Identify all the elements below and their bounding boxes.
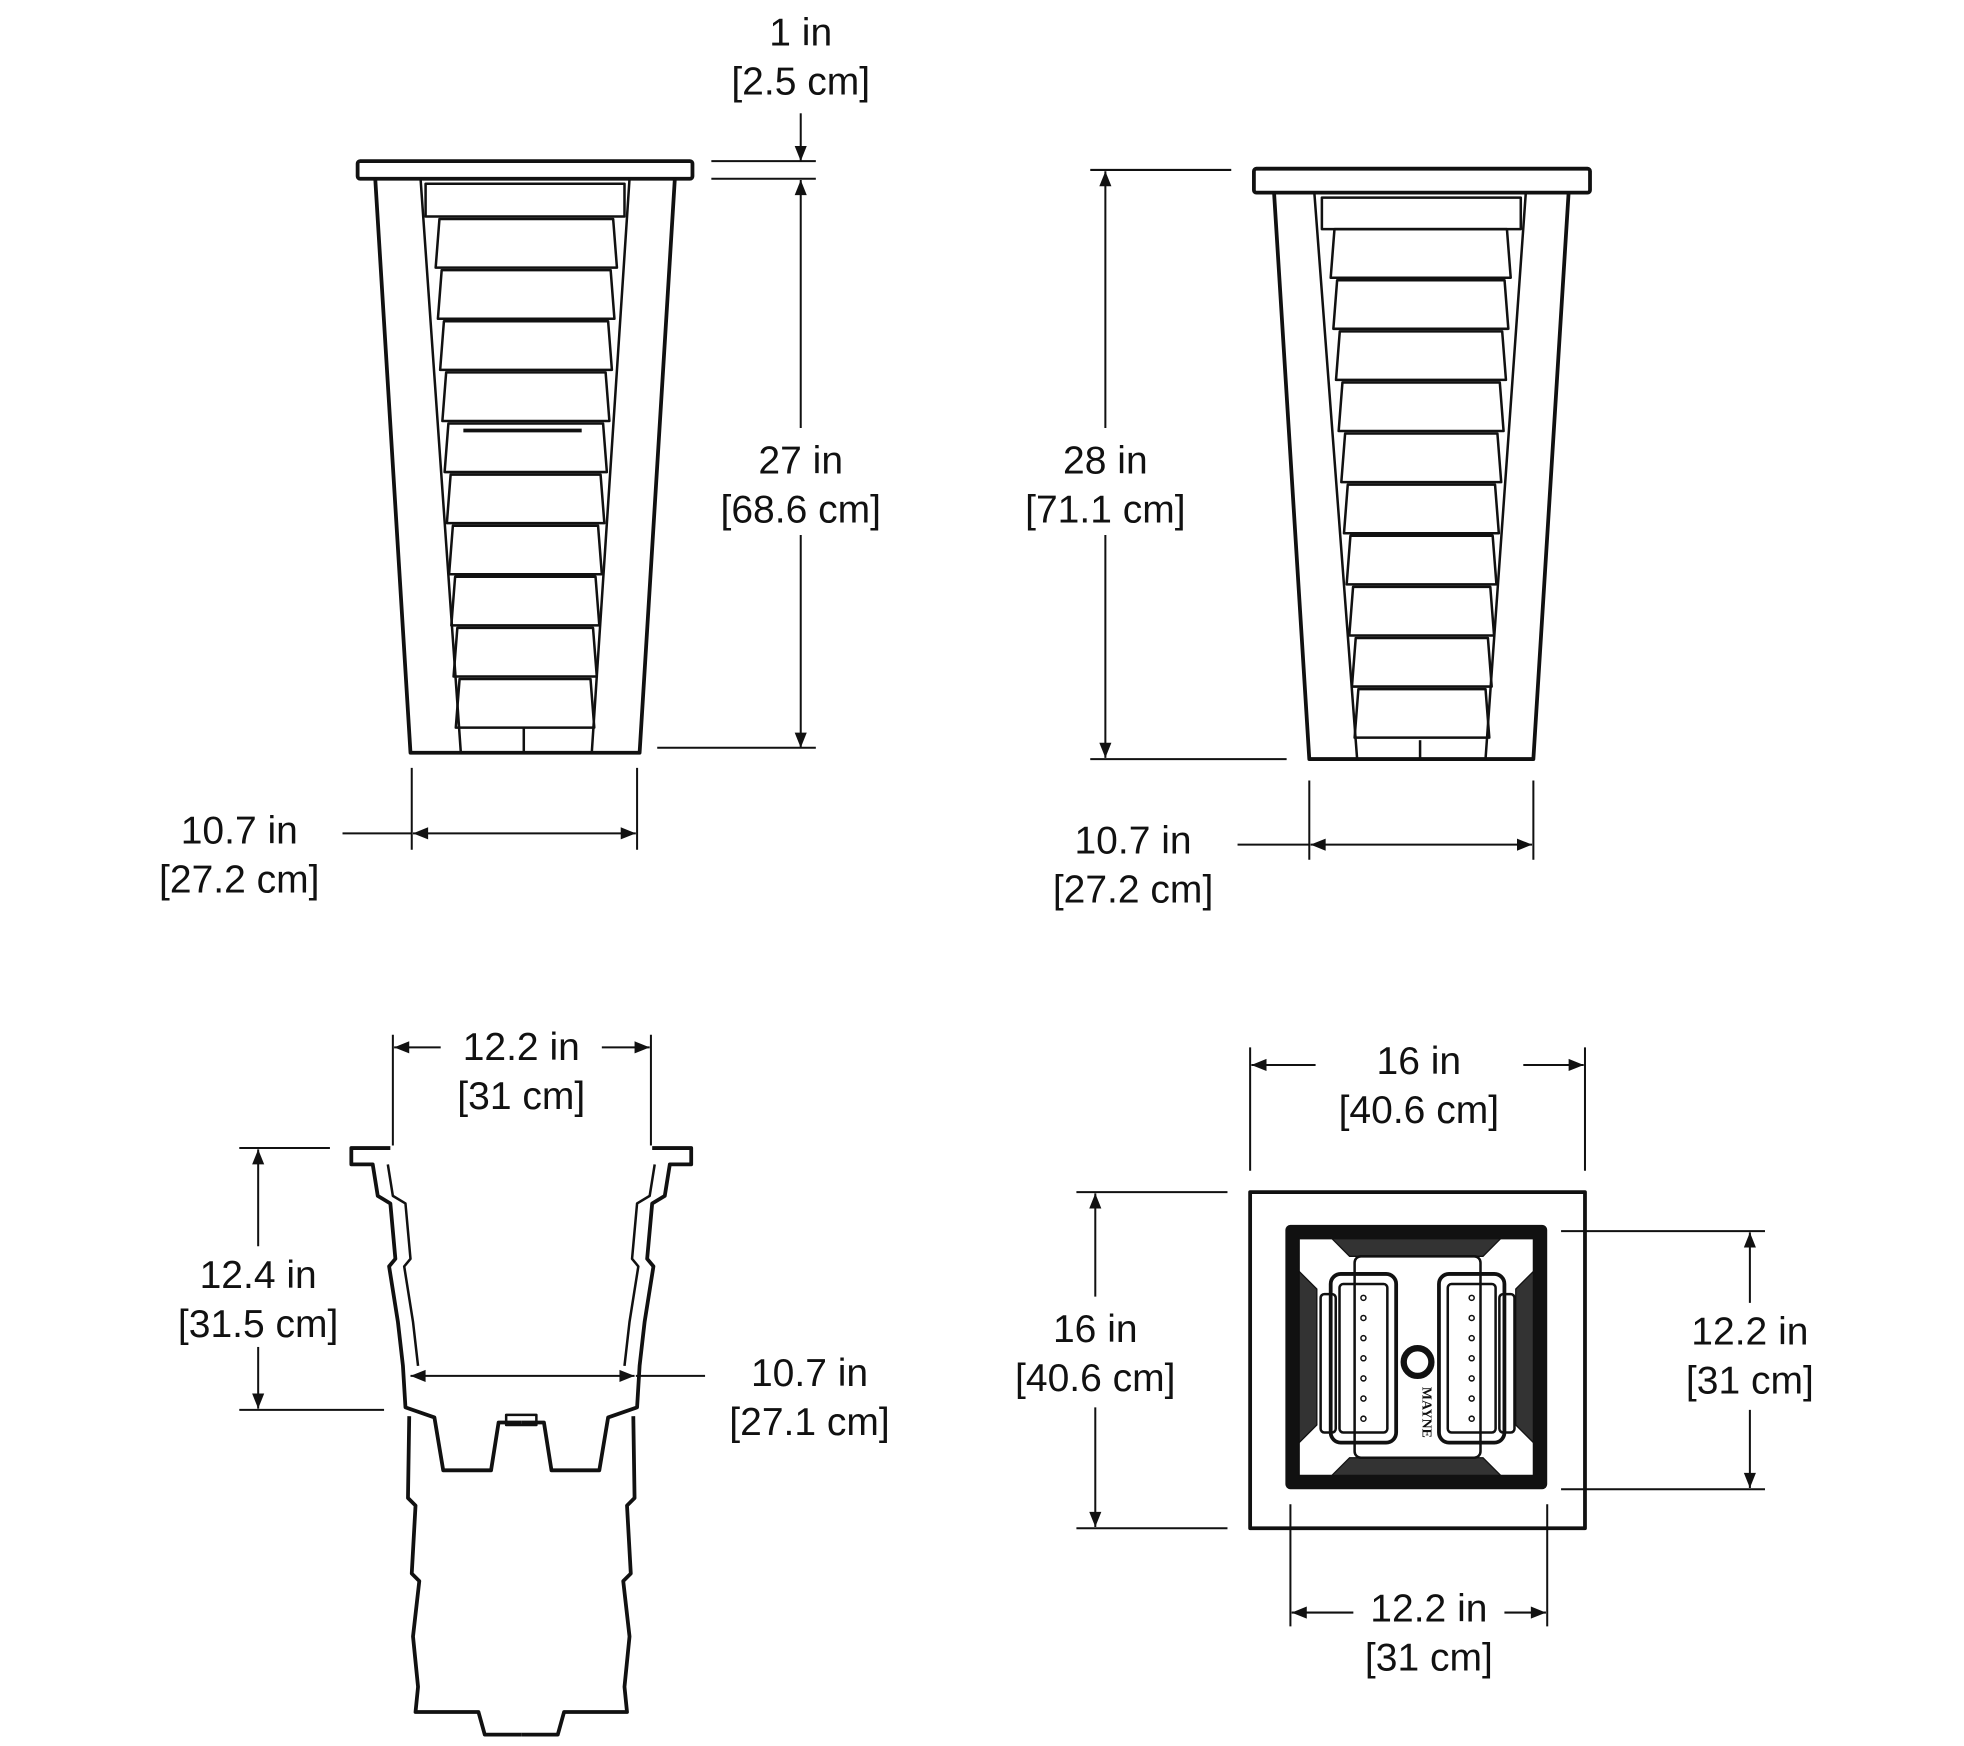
drain-hole [1468, 1334, 1475, 1342]
drain-hole [1468, 1314, 1475, 1322]
top-outer-depth-in: 16 in [1053, 1308, 1138, 1351]
drain-hole [1468, 1415, 1475, 1422]
planter-slat [450, 575, 601, 627]
top-drain-holes [1360, 1294, 1475, 1422]
drain-hole [1360, 1375, 1367, 1382]
planter-slat [447, 524, 604, 576]
total-height-cm: [71.1 cm] [1025, 488, 1185, 531]
top-water-well-left-inner [1338, 1282, 1389, 1434]
top-fill-port [1400, 1345, 1435, 1380]
drain-hole [1360, 1415, 1367, 1422]
insert-outline-left [349, 1146, 522, 1737]
top-outer-width-cm: [40.6 cm] [1339, 1089, 1499, 1132]
insert-top-width-cm: [31 cm] [457, 1075, 585, 1118]
front-slats [434, 217, 619, 729]
top-outer-depth-cm: [40.6 cm] [1015, 1357, 1175, 1400]
drain-hole [1468, 1395, 1475, 1402]
insert-bottom-width-cm: [27.1 cm] [729, 1401, 889, 1444]
top-ribs [1298, 1238, 1534, 1476]
planter-slat [1345, 534, 1498, 586]
planter-slat [1337, 381, 1505, 433]
planter-slat [1342, 483, 1501, 535]
top-logo: MAYNE [1420, 1387, 1435, 1438]
drain-hole [1468, 1375, 1475, 1382]
planter-slat [445, 473, 606, 525]
planter-slat [434, 217, 619, 269]
side-slats [1329, 227, 1512, 739]
top-view: MAYNE 16 in [40.6 cm] 16 in [40.6 cm] 12… [1015, 1040, 1814, 1680]
insert-section-view: 12.2 in [31 cm] 12.4 in [31.5 cm] 10.7 i… [178, 1026, 890, 1737]
planter-slat [441, 371, 611, 423]
planter-slat [1329, 227, 1512, 279]
front-body-outline [373, 178, 677, 755]
rim-height-cm: [2.5 cm] [731, 60, 870, 103]
side-width-cm: [27.2 cm] [1053, 869, 1213, 912]
planter-slat [454, 677, 596, 729]
body-height-in: 27 in [758, 439, 843, 482]
top-water-well-right [1437, 1272, 1507, 1445]
insert-depth-in: 12.4 in [200, 1254, 317, 1297]
top-side-tab [1319, 1292, 1337, 1434]
top-side-tab [1498, 1292, 1516, 1434]
drain-hole [1360, 1355, 1367, 1362]
top-opening-depth-in: 12.2 in [1691, 1310, 1808, 1353]
top-water-well-right-inner [1446, 1282, 1497, 1434]
front-width-in: 10.7 in [181, 809, 298, 852]
planter-slat [1334, 330, 1508, 382]
side-width-in: 10.7 in [1074, 819, 1191, 862]
front-top-panel [424, 182, 626, 218]
planter-slat [452, 626, 599, 678]
top-opening-depth-cm: [31 cm] [1686, 1360, 1814, 1403]
rim-height-in: 1 in [769, 11, 832, 54]
insert-outline-right [519, 1146, 694, 1737]
drain-hole [1360, 1294, 1367, 1302]
drain-hole [1468, 1355, 1475, 1362]
drain-hole [1468, 1294, 1475, 1302]
planter-slat [1332, 278, 1510, 331]
insert-depth-cm: [31.5 cm] [178, 1303, 338, 1346]
top-outer-width-in: 16 in [1377, 1040, 1462, 1083]
body-height-cm: [68.6 cm] [720, 488, 880, 531]
side-view: 28 in [71.1 cm] 10.7 in [27.2 cm] [1025, 166, 1592, 912]
insert-bottom-width-in: 10.7 in [751, 1352, 868, 1395]
side-inner-legs [1313, 192, 1528, 760]
side-top-panel [1320, 196, 1523, 231]
planter-slat [1353, 687, 1491, 739]
drain-hole [1360, 1334, 1367, 1342]
front-rim [355, 159, 695, 181]
front-view: 1 in [2.5 cm] 27 in [68.6 cm] 10.7 in [2… [159, 11, 881, 901]
drain-hole [1360, 1314, 1367, 1322]
planter-slat [436, 268, 616, 320]
planter-slat [443, 422, 609, 474]
insert-drain-plug [504, 1413, 538, 1427]
top-opening-width-cm: [31 cm] [1365, 1636, 1493, 1679]
front-width-cm: [27.2 cm] [159, 859, 319, 902]
insert-top-width-in: 12.2 in [463, 1026, 580, 1069]
top-water-well-left [1328, 1272, 1399, 1445]
top-reservoir [1353, 1255, 1482, 1459]
top-opening-width-in: 12.2 in [1370, 1587, 1487, 1630]
side-rim [1252, 166, 1592, 195]
top-outer-square [1248, 1190, 1587, 1531]
planter-slat [1350, 636, 1493, 688]
planter-slat [438, 319, 614, 372]
planter-slat [1340, 432, 1503, 484]
front-inner-legs [419, 178, 631, 753]
total-height-in: 28 in [1063, 439, 1148, 482]
planter-slat [1348, 585, 1496, 637]
drain-hole [1360, 1395, 1367, 1402]
